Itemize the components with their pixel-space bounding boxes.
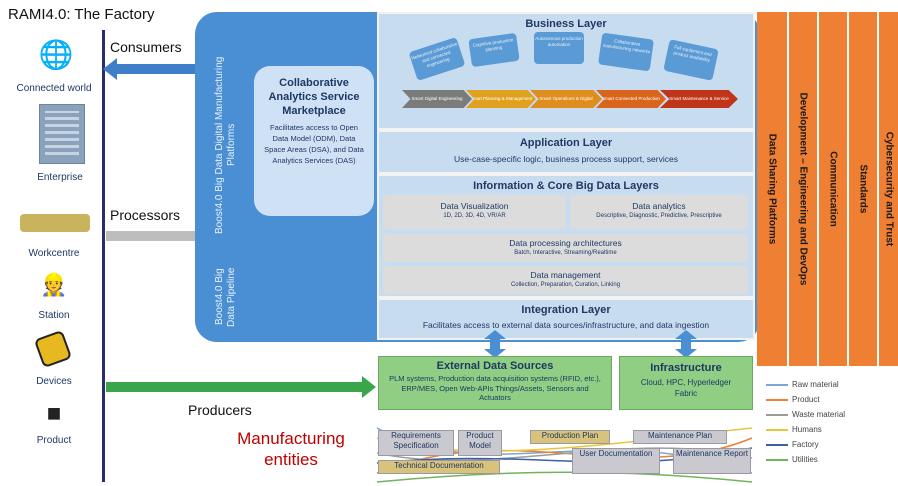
- business-step: Smart Maintenance & Service: [660, 90, 738, 108]
- producers-arrow: [106, 376, 376, 398]
- manufacturing-title: Manufacturing entities: [237, 429, 345, 469]
- column-cybersecurity: Cybersecurity and Trust: [879, 12, 898, 366]
- worker-icon: 👷: [40, 272, 68, 297]
- integration-layer-desc: Facilitates access to external data sour…: [422, 320, 710, 330]
- data-visualization-sub: 1D, 2D, 3D, 4D, VR/AR: [443, 213, 506, 219]
- information-layer-title: Information & Core Big Data Layers: [473, 180, 659, 192]
- globe-network-icon: 🌐: [38, 39, 74, 70]
- user-documentation-box: User Documentation: [572, 448, 660, 474]
- product-model-box: Product Model: [458, 430, 502, 456]
- sensor-device-icon: [33, 329, 73, 369]
- production-plan-box: Production Plan: [530, 430, 610, 444]
- external-double-arrow: [484, 330, 506, 358]
- consumers-arrow: [103, 58, 199, 80]
- building-icon: [39, 104, 85, 164]
- data-management-title: Data management: [530, 270, 601, 280]
- producers-label: Producers: [188, 402, 252, 418]
- data-processing-title: Data processing architectures: [509, 238, 622, 248]
- legend-item: Product: [766, 395, 896, 404]
- analytics-marketplace: Collaborative Analytics Service Marketpl…: [254, 66, 374, 216]
- application-layer: Application Layer Use-case-specific logi…: [377, 130, 755, 174]
- marketplace-title: Collaborative Analytics Service Marketpl…: [268, 77, 360, 117]
- entity-workcentre: Workcentre: [28, 248, 80, 259]
- box-icon: ■: [46, 400, 62, 427]
- platform-label: Boost4.0 Big Data Digital Manufacturing …: [214, 56, 237, 234]
- maintenance-report-box: Maintenance Report: [673, 448, 751, 474]
- infrastructure-title: Infrastructure: [650, 362, 722, 374]
- integration-layer-title: Integration Layer: [521, 304, 611, 316]
- technical-documentation-box: Technical Documentation: [378, 460, 500, 474]
- entity-product: Product: [36, 435, 72, 446]
- entity-enterprise: Enterprise: [37, 172, 83, 183]
- legend-item: Factory: [766, 440, 896, 449]
- maintenance-plan-box: Maintenance Plan: [633, 430, 727, 444]
- column-standards: Standards: [849, 12, 877, 366]
- entity-connected-world: Connected world: [16, 83, 92, 94]
- pipeline-label: Boost4.0 Big Data Pipeline: [214, 267, 237, 327]
- legend-item: Humans: [766, 425, 896, 434]
- data-processing-box: Data processing architectures Batch, Int…: [383, 234, 748, 262]
- infrastructure: Infrastructure Cloud, HPC, Hyperledger F…: [619, 356, 753, 410]
- application-layer-desc: Use-case-specific logic, business proces…: [454, 154, 678, 164]
- data-management-box: Data management Collection, Preparation,…: [383, 266, 748, 294]
- column-label: Cybersecurity and Trust: [883, 131, 894, 247]
- entity-devices: Devices: [36, 376, 72, 387]
- business-card: Autonomous production automation: [534, 32, 584, 64]
- data-analytics-sub: Descriptive, Diagnostic, Predictive, Pre…: [596, 213, 722, 219]
- column-communication: Communication: [819, 12, 847, 366]
- application-layer-title: Application Layer: [519, 137, 613, 149]
- column-development: Development – Engineering and DevOps: [789, 12, 817, 366]
- business-step: Smart Operations & Digital Workspace: [530, 90, 602, 108]
- requirements-specification-box: Requirements Specification: [378, 430, 454, 456]
- data-visualization-box: Data Visualization 1D, 2D, 3D, 4D, VR/AR: [383, 195, 566, 229]
- robot-arm-icon: [20, 214, 90, 232]
- business-step: Smart Digital Engineering: [402, 90, 472, 108]
- external-data-sources: External Data Sources PLM systems, Produ…: [378, 356, 612, 410]
- legend-item: Utilities: [766, 455, 896, 464]
- column-label: Data Sharing Platforms: [766, 133, 778, 245]
- marketplace-desc: Facilitates access to Open Data Model (O…: [264, 123, 364, 165]
- legend-item: Raw material: [766, 380, 896, 389]
- pipeline-panel: [195, 250, 265, 342]
- data-management-sub: Collection, Preparation, Curation, Linki…: [510, 282, 621, 288]
- processors-label: Processors: [110, 207, 181, 223]
- data-visualization-title: Data Visualization: [440, 201, 509, 211]
- legend-item: Waste material: [766, 410, 896, 419]
- legend: Raw material Product Waste material Huma…: [766, 380, 896, 464]
- infrastructure-desc: Cloud, HPC, Hyperledger Fabric: [640, 378, 732, 398]
- data-processing-sub: Batch, Interactive, Streaming/Realtime: [514, 250, 617, 256]
- consumers-label: Consumers: [110, 39, 182, 55]
- external-data-sources-title: External Data Sources: [436, 360, 554, 372]
- business-layer-title: Business Layer: [525, 18, 607, 30]
- column-label: Development – Engineering and DevOps: [797, 92, 809, 286]
- integration-layer: Integration Layer Facilitates access to …: [377, 298, 755, 340]
- business-step: Smart Connected Production: [596, 90, 666, 108]
- entity-station: Station: [38, 310, 70, 321]
- column-label: Communication: [827, 151, 839, 227]
- data-analytics-title: Data analytics: [632, 201, 686, 211]
- infrastructure-double-arrow: [675, 330, 697, 358]
- diagram-title: RAMI4.0: The Factory: [8, 6, 155, 23]
- column-label: Standards: [857, 164, 869, 214]
- data-analytics-box: Data analytics Descriptive, Diagnostic, …: [570, 195, 748, 229]
- column-data-sharing: Data Sharing Platforms: [757, 12, 787, 366]
- hierarchy-axis: [102, 30, 105, 482]
- business-step: Smart Planning & Management: [466, 90, 536, 108]
- external-data-sources-desc: PLM systems, Production data acquisition…: [389, 374, 601, 402]
